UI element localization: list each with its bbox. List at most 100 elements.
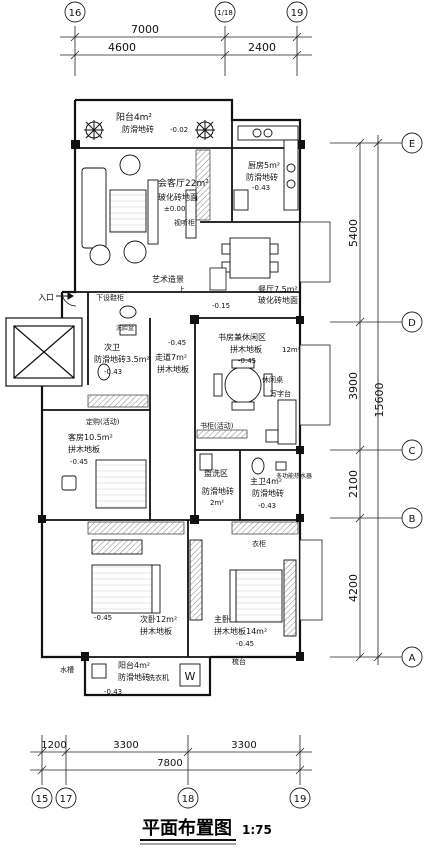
kitchen-name: 厨房5m² [248, 160, 280, 170]
axis-bubble-E: E [401, 132, 423, 154]
laundry-name: 盥洗区 [204, 468, 228, 478]
corridor-level: -0.45 [168, 339, 186, 347]
second-bed-level: -0.45 [94, 614, 112, 622]
dim-bottom-total: 7800 [157, 758, 182, 769]
axis-label: 18 [182, 794, 195, 805]
dim-right-total: 15600 [373, 383, 386, 418]
master-bed-name: 主卧 [214, 614, 230, 624]
axis-bubble-B: B [401, 507, 423, 529]
balcony-south-name: 阳台4m² [118, 660, 150, 670]
corridor-floor: 拼木地板 [157, 364, 189, 374]
laundry-floor: 防滑地砖 [202, 486, 234, 496]
art-niche-label: 艺术造景 [152, 274, 184, 284]
study-name: 书房兼休闲区 [218, 332, 266, 342]
balcony-plant-left [84, 120, 104, 140]
balcony-north-floor: 防滑地砖 [122, 124, 154, 134]
dining-table [221, 237, 279, 279]
guest-chair [61, 475, 77, 491]
dim-top-right: 2400 [248, 41, 276, 54]
desk-label: 写字台 [270, 389, 291, 398]
second-wardrobe [91, 539, 143, 555]
laundry-area: 2m² [210, 499, 224, 507]
bookshelf-label: 书柜(活动) [200, 421, 234, 430]
drawing-title-text: 平面布置图 [142, 817, 232, 839]
guest-floor: 拼木地板 [68, 444, 100, 454]
dim-right-4: 4200 [347, 574, 360, 602]
entry-label: 入口 [38, 293, 54, 302]
second-bed-floor: 拼木地板 [140, 626, 172, 636]
living-name: 会客厅22m² [158, 177, 209, 189]
step-up-label: 上 [178, 285, 185, 294]
dim-top-left: 4600 [108, 41, 136, 54]
wet-bath-floor: 防滑地砖3.5m² [94, 354, 150, 364]
dim-bottom-seg2: 3300 [113, 740, 138, 751]
washer-label: 洗衣机 [148, 673, 169, 682]
entry-door [61, 291, 77, 307]
master-bed-level: -0.45 [236, 640, 254, 648]
art-niche-box [209, 267, 227, 291]
wet-bath-level: -0.43 [104, 368, 122, 376]
tv-cabinet [185, 189, 197, 239]
dim-right-1: 5400 [347, 219, 360, 247]
wet-bath-name: 次卫 [104, 342, 120, 352]
dim-right-2: 3900 [347, 372, 360, 400]
study-desk [265, 399, 297, 445]
guest-bed [95, 459, 147, 509]
axis-label: 17 [60, 794, 73, 805]
master-bath-level: -0.43 [258, 502, 276, 510]
dim-top-total: 7000 [131, 23, 159, 36]
master-left-cabinet [189, 539, 203, 621]
axis-label: A [409, 653, 416, 664]
leisure-table-label: 休闲桌 [262, 375, 283, 384]
balcony-plant-right [195, 120, 215, 140]
dim-bottom-seg3: 3300 [231, 740, 256, 751]
closet-label: 衣柜 [252, 539, 266, 548]
guest-level: -0.45 [70, 458, 88, 466]
axis-label: E [409, 139, 415, 150]
step-level-label: -0.15 [212, 302, 230, 310]
axis-bubble-19-bottom: 19 [289, 787, 311, 809]
water-pipe-label: 水槽 [60, 665, 74, 674]
second-bed [91, 564, 161, 614]
interior-walls [42, 120, 300, 658]
living-level: ±0.00 [164, 205, 185, 213]
drawing-title: 平面布置图 1:75 [140, 817, 272, 845]
axis-label: 19 [294, 794, 307, 805]
balcony-north-name: 阳台4m² [116, 111, 152, 123]
kitchen-floor: 防滑地砖 [246, 172, 278, 182]
right-dimension-lines [330, 135, 402, 665]
dim-right-3: 2100 [347, 470, 360, 498]
axis-label: 19 [291, 8, 304, 19]
sofa-set [81, 154, 159, 266]
axis-label: 15 [36, 794, 49, 805]
axis-label: C [409, 446, 416, 457]
guest-name: 客房10.5m² [68, 432, 113, 442]
axis-bubble-C: C [401, 439, 423, 461]
kitchen-level: -0.43 [252, 184, 270, 192]
master-bath-name: 主卫4m² [250, 476, 282, 486]
axis-bubble-18-bottom: 18 [177, 787, 199, 809]
axis-bubble-15-bottom: 15 [31, 787, 53, 809]
bottom-dimension-lines [30, 735, 312, 785]
water-pipe-box [91, 663, 107, 679]
axis-label: 1/18 [217, 9, 233, 17]
study-level: -0.45 [238, 357, 256, 365]
balcony-north-level: -0.02 [170, 126, 188, 134]
entry-arrow [56, 292, 74, 300]
balcony-south-floor: 防滑地砖 [118, 672, 150, 682]
master-wardrobe [283, 559, 297, 637]
master-bath-floor: 防滑地砖 [252, 488, 284, 498]
washer-box: W [179, 663, 201, 687]
secondary-bath-fixtures [97, 305, 137, 381]
top-dimension-lines [60, 26, 312, 76]
room-labels: 阳台4m² 防滑地砖 -0.02 会客厅22m² 玻化砖地面 ±0.00 视听柜… [38, 111, 312, 696]
drawing-scale: 1:75 [242, 823, 272, 837]
leisure-table [213, 359, 273, 411]
axis-bubble-1-18-top: 1/18 [214, 1, 236, 23]
shoe-cabinet-label: 下设鞋柜 [96, 293, 124, 302]
axis-bubble-16-top: 16 [64, 1, 86, 23]
study-area: 12m² [282, 346, 301, 354]
axis-bubble-A: A [401, 646, 423, 668]
axis-label: B [409, 514, 416, 525]
